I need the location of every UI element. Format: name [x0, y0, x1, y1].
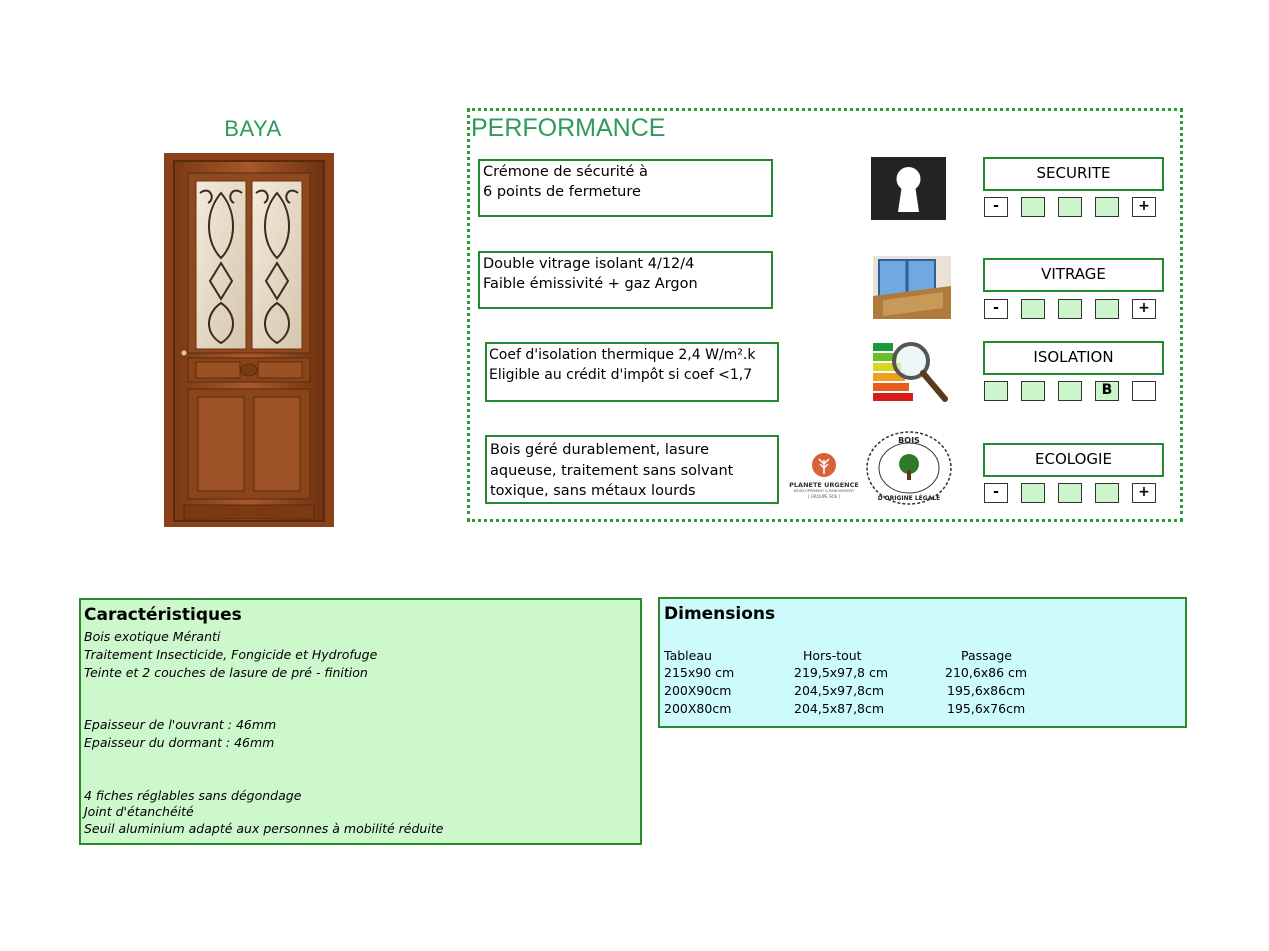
ecology-rating: - +: [984, 483, 1156, 503]
feature-insulation-box: Coef d'isolation thermique 2,4 W/m².k El…: [485, 342, 779, 402]
rating-max: +: [1132, 483, 1156, 503]
rating-cell: [1058, 381, 1082, 401]
window-glazing-icon: [873, 256, 951, 319]
characteristic-line: Teinte et 2 couches de lasure de pré - f…: [84, 665, 368, 680]
feature-line: Bois géré durablement, lasure: [490, 442, 710, 458]
dimensions-cell: 215x90 cm: [664, 665, 735, 680]
characteristic-line: 4 fiches réglables sans dégondage: [84, 788, 302, 803]
dimensions-cell: 195,6x76cm: [947, 701, 1026, 716]
feature-line: Eligible au crédit d'impôt si coef <1,7: [489, 366, 753, 383]
insulation-rating: B: [984, 381, 1156, 401]
feature-line: Coef d'isolation thermique 2,4 W/m².k: [489, 347, 756, 363]
rating-cell: [1132, 381, 1156, 401]
glazing-label: VITRAGE: [983, 258, 1164, 292]
rating-cell: [1095, 483, 1119, 503]
dimensions-cell: 195,6x86cm: [947, 683, 1026, 698]
feature-line: aqueuse, traitement sans solvant: [490, 462, 734, 479]
rating-min: -: [984, 197, 1008, 217]
rating-cell: [984, 381, 1008, 401]
insulation-label: ISOLATION: [983, 341, 1164, 375]
rating-max: +: [1132, 197, 1156, 217]
rating-cell-selected: B: [1095, 381, 1119, 401]
keyhole-icon: [871, 157, 946, 220]
characteristics-title: Caractéristiques: [84, 605, 242, 625]
door-photo: [164, 153, 334, 527]
seal-bottom-text: D'ORIGINE LÉGALE: [878, 494, 941, 502]
rating-cell: [1058, 299, 1082, 319]
performance-panel: [467, 108, 1183, 522]
legal-wood-seal: BOIS D'ORIGINE LÉGALE: [866, 431, 952, 505]
dimensions-title: Dimensions: [664, 604, 776, 624]
characteristic-line: Epaisseur de l'ouvrant : 46mm: [84, 717, 277, 732]
tree-icon: [812, 453, 836, 477]
feature-line: Faible émissivité + gaz Argon: [483, 275, 698, 292]
rating-cell: [1095, 197, 1119, 217]
rating-min: -: [984, 299, 1008, 319]
planete-group: ( GROUPE SOS ): [807, 494, 841, 499]
feature-ecology-box: Bois géré durablement, lasure aqueuse, t…: [485, 435, 779, 504]
rating-cell: [1058, 483, 1082, 503]
characteristic-line: Epaisseur du dormant : 46mm: [84, 735, 275, 750]
dimensions-cell: 204,5x97,8cm: [794, 683, 885, 698]
dimensions-cell: 219,5x97,8 cm: [794, 665, 889, 680]
dimensions-header: Tableau: [664, 648, 712, 663]
product-name: BAYA: [224, 116, 282, 141]
seal-top-text: BOIS: [898, 436, 920, 445]
rating-cell: [1021, 299, 1045, 319]
rating-max: +: [1132, 299, 1156, 319]
feature-line: Crémone de sécurité à: [483, 164, 648, 180]
feature-line: Double vitrage isolant 4/12/4: [483, 256, 695, 272]
rating-cell: [1021, 197, 1045, 217]
ecology-label: ECOLOGIE: [983, 443, 1164, 477]
characteristic-line: Traitement Insecticide, Fongicide et Hyd…: [84, 647, 378, 662]
dimensions-panel: [658, 597, 1187, 728]
feature-line: 6 points de fermeture: [483, 183, 641, 200]
rating-cell: [1021, 483, 1045, 503]
dimensions-cell: 210,6x86 cm: [945, 665, 1028, 680]
rating-cell: [1095, 299, 1119, 319]
security-label: SECURITE: [983, 157, 1164, 191]
rating-cell: [1021, 381, 1045, 401]
rating-cell: [1058, 197, 1082, 217]
characteristic-line: Bois exotique Méranti: [84, 629, 221, 644]
security-rating: - +: [984, 197, 1156, 217]
dimensions-header: Hors-tout: [803, 648, 862, 663]
planete-urgence-logo: PLANETE URGENCE DÉVELOPPEMENT & REBOISEM…: [784, 452, 864, 502]
dimensions-cell: 200X90cm: [664, 683, 732, 698]
rating-min: -: [984, 483, 1008, 503]
feature-glazing-box: Double vitrage isolant 4/12/4 Faible émi…: [478, 251, 773, 309]
feature-security-box: Crémone de sécurité à 6 points de fermet…: [478, 159, 773, 217]
dimensions-cell: 204,5x87,8cm: [794, 701, 885, 716]
feature-line: toxique, sans métaux lourds: [490, 483, 696, 499]
planete-name: PLANETE URGENCE: [789, 481, 859, 489]
dimensions-cell: 200X80cm: [664, 701, 732, 716]
dimensions-header: Passage: [961, 648, 1012, 663]
glazing-rating: - +: [984, 299, 1156, 319]
characteristic-line: Joint d'étanchéité: [84, 804, 194, 819]
characteristic-line: Seuil aluminium adapté aux personnes à m…: [84, 821, 444, 836]
performance-title: PERFORMANCE: [471, 114, 666, 142]
energy-label-magnifier-icon: [873, 342, 948, 402]
planete-sub: DÉVELOPPEMENT & REBOISEMENT: [793, 489, 855, 493]
characteristics-panel: [79, 598, 642, 845]
